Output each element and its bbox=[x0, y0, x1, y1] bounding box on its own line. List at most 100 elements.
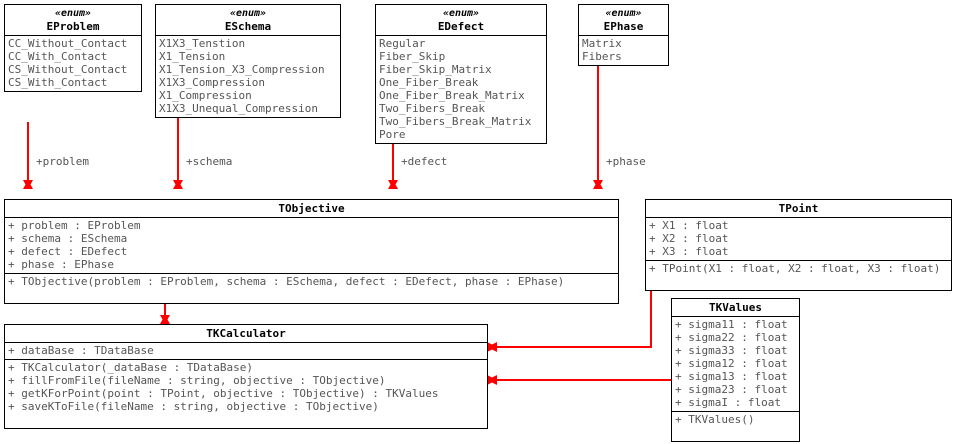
attributes-compartment-tobjective: + problem : EProblem + schema : ESchema … bbox=[5, 218, 618, 273]
class-box-edefect[interactable]: «enum» EDefect Regular Fiber_Skip Fiber_… bbox=[375, 4, 547, 144]
literals-compartment-edefect: Regular Fiber_Skip Fiber_Skip_Matrix One… bbox=[376, 36, 546, 143]
class-name-tpoint: TPoint bbox=[778, 202, 819, 215]
enum-literal: Fibers bbox=[582, 50, 622, 63]
class-box-tobjective[interactable]: TObjective + problem : EProblem + schema… bbox=[4, 199, 619, 304]
class-name-tkcalculator: TKCalculator bbox=[206, 327, 286, 340]
class-operation: + fillFromFile(fileName : string, object… bbox=[8, 374, 386, 387]
edge-objective-calculator-diamond-top bbox=[160, 315, 170, 324]
edge-phase-diamond-top bbox=[593, 180, 603, 189]
stereotype-enum: «enum» bbox=[605, 8, 642, 19]
edge-point-calculator-vline bbox=[650, 278, 652, 348]
operations-compartment-tpoint: + TPoint(X1 : float, X2 : float, X3 : fl… bbox=[646, 260, 951, 290]
enum-literal: X1_Tension_X3_Compression bbox=[159, 63, 325, 76]
literals-compartment-eschema: X1X3_Tenstion X1_Tension X1_Tension_X3_C… bbox=[156, 36, 340, 117]
enum-literal: CC_With_Contact bbox=[8, 50, 108, 63]
class-operation: + TPoint(X1 : float, X2 : float, X3 : fl… bbox=[649, 262, 941, 275]
class-name-eproblem: EProblem bbox=[46, 20, 100, 33]
edge-kvalues-calculator-hline bbox=[487, 379, 672, 381]
class-operation: + saveKToFile(fileName : string, objecti… bbox=[8, 400, 379, 413]
class-attribute: + problem : EProblem bbox=[8, 219, 141, 232]
class-header-ephase: «enum» EPhase bbox=[579, 5, 668, 36]
operations-compartment-tkvalues: + TKValues() bbox=[672, 411, 799, 441]
edge-phase-line bbox=[597, 58, 599, 188]
edge-schema-diamond-top bbox=[173, 180, 183, 189]
class-header-tobjective: TObjective bbox=[5, 200, 618, 218]
edge-objective-calculator-line bbox=[164, 292, 166, 324]
spacer-row bbox=[5, 288, 618, 301]
enum-literal: Regular bbox=[379, 37, 426, 50]
class-box-eschema[interactable]: «enum» ESchema X1X3_Tenstion X1_Tension … bbox=[155, 4, 341, 118]
enum-literal: Fiber_Skip_Matrix bbox=[379, 63, 492, 76]
class-attribute: + sigma33 : float bbox=[675, 344, 788, 357]
operations-compartment-tkcalculator: + TKCalculator(_dataBase : TDataBase) + … bbox=[5, 359, 487, 428]
class-name-tkvalues: TKValues bbox=[709, 301, 762, 314]
class-attribute: + X1 : float bbox=[649, 219, 729, 232]
class-operation: + TKCalculator(_dataBase : TDataBase) bbox=[8, 361, 254, 374]
edge-kvalues-calculator-diamond-b bbox=[487, 375, 497, 385]
class-name-ephase: EPhase bbox=[603, 20, 644, 33]
class-attribute: + defect : EDefect bbox=[8, 245, 128, 258]
enum-literal: X1_Compression bbox=[159, 89, 252, 102]
class-attribute: + sigma22 : float bbox=[675, 331, 788, 344]
class-header-eschema: «enum» ESchema bbox=[156, 5, 340, 36]
literals-compartment-eproblem: CC_Without_Contact CC_With_Contact CS_Wi… bbox=[5, 36, 141, 91]
class-name-edefect: EDefect bbox=[437, 20, 485, 33]
class-attribute: + sigma12 : float bbox=[675, 357, 788, 370]
edge-point-calculator-hline bbox=[487, 346, 652, 348]
enum-literal: Matrix bbox=[582, 37, 622, 50]
spacer-row bbox=[646, 275, 951, 288]
class-operation: + TKValues() bbox=[675, 413, 755, 426]
class-box-tkvalues[interactable]: TKValues + sigma11 : float + sigma22 : f… bbox=[671, 298, 800, 442]
class-header-edefect: «enum» EDefect bbox=[376, 5, 546, 36]
enum-literal: One_Fiber_Break bbox=[379, 76, 479, 89]
enum-literal: Pore bbox=[379, 128, 406, 141]
stereotype-enum: «enum» bbox=[442, 8, 480, 19]
class-attribute: + sigma23 : float bbox=[675, 383, 788, 396]
edge-schema-line bbox=[177, 118, 179, 188]
class-attribute: + sigma13 : float bbox=[675, 370, 788, 383]
enum-literal: One_Fiber_Break_Matrix bbox=[379, 89, 525, 102]
class-header-tpoint: TPoint bbox=[646, 200, 951, 218]
literals-compartment-ephase: Matrix Fibers bbox=[579, 36, 668, 65]
class-header-tkvalues: TKValues bbox=[672, 299, 799, 317]
enum-literal: X1X3_Tenstion bbox=[159, 37, 246, 50]
attributes-compartment-tkcalculator: + dataBase : TDataBase bbox=[5, 343, 487, 359]
class-name-eschema: ESchema bbox=[224, 20, 272, 33]
class-header-tkcalculator: TKCalculator bbox=[5, 325, 487, 343]
attributes-compartment-tpoint: + X1 : float + X2 : float + X3 : float bbox=[646, 218, 951, 260]
operations-compartment-tobjective: + TObjective(problem : EProblem, schema … bbox=[5, 273, 618, 303]
class-attribute: + sigma11 : float bbox=[675, 318, 788, 331]
class-attribute: + X2 : float bbox=[649, 232, 729, 245]
enum-literal: CC_Without_Contact bbox=[8, 37, 128, 50]
enum-literal: X1X3_Compression bbox=[159, 76, 265, 89]
edge-schema-label: +schema bbox=[186, 155, 233, 168]
class-operation: + TObjective(problem : EProblem, schema … bbox=[8, 275, 565, 288]
attributes-compartment-tkvalues: + sigma11 : float + sigma22 : float + si… bbox=[672, 317, 799, 411]
edge-defect-line bbox=[392, 136, 394, 188]
edge-problem-diamond-top bbox=[23, 180, 33, 189]
class-header-eproblem: «enum» EProblem bbox=[5, 5, 141, 36]
enum-literal: CS_Without_Contact bbox=[8, 63, 128, 76]
edge-problem-label: +problem bbox=[36, 155, 89, 168]
edge-problem-line bbox=[27, 122, 29, 188]
class-box-eproblem[interactable]: «enum» EProblem CC_Without_Contact CC_Wi… bbox=[4, 4, 142, 92]
class-attribute: + X3 : float bbox=[649, 245, 729, 258]
class-attribute: + phase : EPhase bbox=[8, 258, 114, 271]
class-box-ephase[interactable]: «enum» EPhase Matrix Fibers bbox=[578, 4, 669, 66]
edge-phase-label: +phase bbox=[606, 155, 646, 168]
edge-defect-diamond-top bbox=[388, 180, 398, 189]
class-box-tpoint[interactable]: TPoint + X1 : float + X2 : float + X3 : … bbox=[645, 199, 952, 291]
spacer-row bbox=[5, 413, 487, 426]
enum-literal: Two_Fibers_Break bbox=[379, 102, 485, 115]
enum-literal: X1_Tension bbox=[159, 50, 226, 63]
class-attribute: + sigmaI : float bbox=[675, 396, 781, 409]
class-attribute: + schema : ESchema bbox=[8, 232, 128, 245]
enum-literal: X1X3_Unequal_Compression bbox=[159, 102, 318, 115]
enum-literal: Fiber_Skip bbox=[379, 50, 446, 63]
enum-literal: CS_With_Contact bbox=[8, 76, 108, 89]
class-name-tobjective: TObjective bbox=[278, 202, 345, 215]
spacer-row bbox=[672, 426, 799, 439]
class-box-tkcalculator[interactable]: TKCalculator + dataBase : TDataBase + TK… bbox=[4, 324, 488, 429]
edge-point-calculator-diamond-b bbox=[487, 342, 497, 352]
